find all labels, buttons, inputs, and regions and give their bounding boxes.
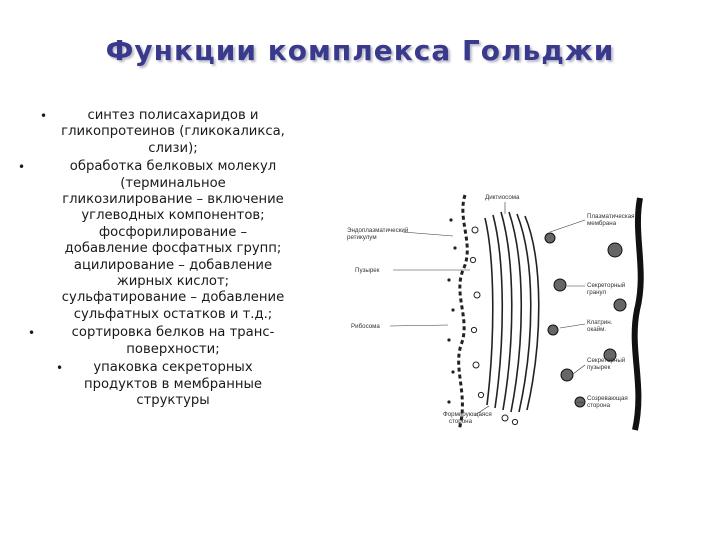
bullet-line: гликозилирование – включение xyxy=(62,192,284,208)
bullet-line: ацилирование – добавление xyxy=(73,257,273,273)
bullet-dot: • xyxy=(56,361,64,376)
label-coated-vesicle: Клатрин. окайм. xyxy=(587,319,614,333)
bullet-line: обработка белковых молекул xyxy=(69,159,277,175)
bullet-line: углеводных компонентов; xyxy=(81,208,265,224)
label-secretory-vesicle: Секреторный пузырек xyxy=(587,357,627,371)
bullet-line: синтез полисахаридов и xyxy=(87,108,259,123)
bullet-line: сульфатирование – добавление xyxy=(61,290,285,306)
label-sv-line: Секреторный xyxy=(587,357,626,364)
bullet-line: фосфорилирование – xyxy=(98,224,248,240)
label-plasma-membrane: Плазматическая мембрана xyxy=(587,213,636,227)
slide-title: Функции комплекса Гольджи xyxy=(105,34,615,67)
bullet-item: • сортировка белков на транс- поверхност… xyxy=(14,325,332,358)
label-sg-line: Секреторный xyxy=(587,282,626,289)
bullet-item: • синтез полисахаридов и гликопротеинов … xyxy=(14,108,332,157)
bullet-line: слизи); xyxy=(148,140,198,156)
bullet-line: структуры xyxy=(136,392,210,408)
ribosomes xyxy=(447,218,457,404)
label-dictyosome: Диктиосома xyxy=(485,194,520,201)
bullet-dot: • xyxy=(28,326,36,341)
bullet-dot: • xyxy=(18,160,26,175)
bullet-line: упаковка секреторных xyxy=(93,360,253,376)
label-sv-line: пузырек xyxy=(587,364,611,371)
transport-vesicles xyxy=(469,226,519,426)
bullet-line: сульфатных остатков и т.д.; xyxy=(73,306,273,322)
bullet-item: • упаковка секреторных продуктов в мембр… xyxy=(14,360,332,409)
secretory-granules xyxy=(544,232,627,408)
plasma-membrane xyxy=(631,197,644,431)
label-mf-line: Созревающая xyxy=(587,395,628,402)
label-er-line: ретикулум xyxy=(347,234,377,241)
label-cv-line: окайм. xyxy=(587,326,606,333)
label-ff-line: сторона xyxy=(449,418,473,425)
label-ribosome: Рибосома xyxy=(351,323,380,330)
label-maturing-face: Созревающая сторона xyxy=(587,395,629,409)
bullet-line: жирных кислот; xyxy=(116,274,230,290)
bullet-line: сортировка белков на транс- xyxy=(71,325,275,341)
er-membrane xyxy=(457,194,469,431)
bullet-line: добавление фосфатных групп; xyxy=(64,241,282,257)
golgi-cisternae xyxy=(484,211,540,413)
golgi-diagram: Эндоплазматический ретикулум Диктиосома … xyxy=(347,194,644,431)
label-mf-line: сторона xyxy=(587,402,611,409)
label-ff-line: Формирующаяся xyxy=(443,411,492,418)
bullet-list: • синтез полисахаридов и гликопротеинов … xyxy=(14,108,332,411)
label-cv-line: Клатрин. xyxy=(587,319,613,326)
label-vesicle: Пузырек xyxy=(355,267,380,274)
bullet-dot: • xyxy=(40,109,48,123)
label-pm-line: Плазматическая xyxy=(587,213,635,220)
label-secretory-granule: Секреторный гранул xyxy=(587,282,627,296)
bullet-line: продуктов в мембранные xyxy=(84,376,262,392)
label-er-line: Эндоплазматический xyxy=(347,227,409,234)
bullet-line: (терминальное xyxy=(120,175,226,191)
bullet-line: гликопротеинов (гликокаликса, xyxy=(61,124,285,140)
bullet-line: поверхности; xyxy=(126,341,220,357)
label-pm-line: мембрана xyxy=(587,220,617,227)
bullet-item: • обработка белковых молекул (терминальн… xyxy=(14,159,332,323)
label-er: Эндоплазматический ретикулум xyxy=(347,227,410,241)
label-sg-line: гранул xyxy=(587,289,607,296)
label-forming-face: Формирующаяся сторона xyxy=(443,411,493,425)
